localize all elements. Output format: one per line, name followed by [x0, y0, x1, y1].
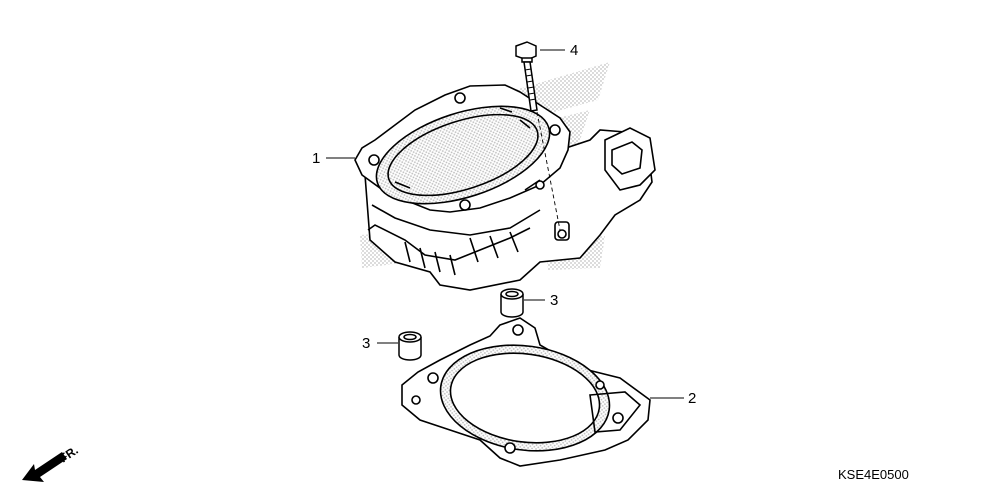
dowel-pin-part-a [500, 288, 524, 318]
diagram-code: KSE4E0500 [838, 467, 909, 482]
callout-dowel-a: 3 [550, 292, 558, 309]
gasket-part [401, 317, 651, 467]
dowel-pin-part-b [398, 331, 422, 361]
cylinder-part [354, 84, 656, 291]
leader-lines [326, 49, 684, 399]
bolt-part [515, 41, 561, 231]
callout-gasket: 2 [688, 390, 696, 407]
callout-cylinder: 1 [312, 150, 320, 167]
front-direction-arrow-icon: FR. [22, 443, 81, 482]
callout-dowel-b: 3 [362, 335, 370, 352]
callout-bolt: 4 [570, 42, 578, 59]
